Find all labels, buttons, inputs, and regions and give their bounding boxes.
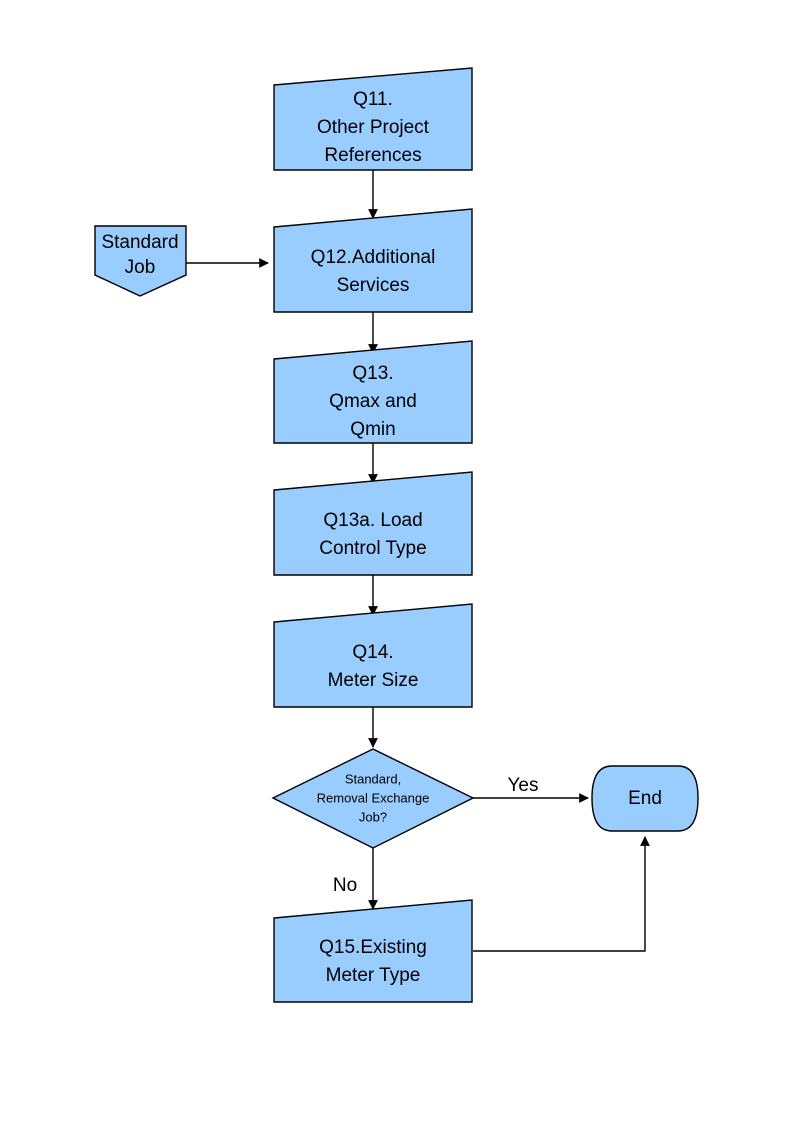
node-q13a-line-0: Q13a. Load bbox=[323, 510, 422, 531]
edge-label-no: No bbox=[333, 875, 357, 896]
node-q14-line-1: Meter Size bbox=[328, 670, 419, 691]
node-decision-shape bbox=[271, 748, 475, 849]
node-q13-shape bbox=[273, 340, 473, 444]
node-end-shape bbox=[591, 765, 699, 832]
node-standard-job-line-0: Standard bbox=[101, 232, 178, 253]
edge-label-yes: Yes bbox=[508, 775, 539, 796]
node-end-label: End bbox=[628, 788, 662, 809]
node-q13-line-2: Qmin bbox=[350, 419, 395, 440]
node-q12-shape bbox=[273, 208, 473, 313]
node-decision-line-2: Job? bbox=[359, 809, 387, 824]
node-q13-line-1: Qmax and bbox=[329, 391, 417, 412]
node-q11-line-0: Q11. bbox=[353, 89, 393, 110]
node-standard-job-line-1: Job bbox=[125, 257, 156, 278]
node-q13-line-0: Q13. bbox=[352, 363, 393, 384]
node-end[interactable]: End bbox=[591, 765, 699, 832]
node-decision-line-0: Standard, bbox=[345, 771, 401, 786]
node-q15-shape bbox=[273, 899, 473, 1003]
node-q14-line-0: Q14. bbox=[352, 642, 393, 663]
node-q11-line-2: References bbox=[324, 145, 421, 166]
node-q11[interactable]: Q11. Other Project References bbox=[273, 67, 473, 171]
node-q11-line-1: Other Project bbox=[317, 117, 430, 138]
node-q12-line-0: Q12.Additional bbox=[311, 247, 436, 268]
connectors bbox=[186, 170, 650, 952]
node-q15[interactable]: Q15.Existing Meter Type bbox=[273, 899, 473, 1003]
node-q14[interactable]: Q14. Meter Size bbox=[273, 603, 473, 708]
node-q13a[interactable]: Q13a. Load Control Type bbox=[273, 471, 473, 576]
node-q12[interactable]: Q12.Additional Services bbox=[273, 208, 473, 313]
node-q13[interactable]: Q13. Qmax and Qmin bbox=[273, 340, 473, 444]
node-decision-line-1: Removal Exchange bbox=[317, 790, 430, 805]
node-q11-shape bbox=[273, 67, 473, 171]
node-q13a-shape bbox=[273, 471, 473, 576]
node-decision[interactable]: Standard, Removal Exchange Job? bbox=[271, 748, 475, 849]
node-standard-job-shape bbox=[94, 225, 187, 297]
node-q15-line-0: Q15.Existing bbox=[319, 937, 427, 958]
node-q12-line-1: Services bbox=[337, 275, 410, 296]
edge-labels: Yes No bbox=[333, 775, 539, 896]
node-q14-shape bbox=[273, 603, 473, 708]
node-q15-line-1: Meter Type bbox=[326, 965, 421, 986]
edge-q15-to-end bbox=[473, 836, 650, 952]
node-q13a-line-1: Control Type bbox=[319, 538, 426, 559]
node-standard-job[interactable]: Standard Job bbox=[94, 225, 187, 297]
